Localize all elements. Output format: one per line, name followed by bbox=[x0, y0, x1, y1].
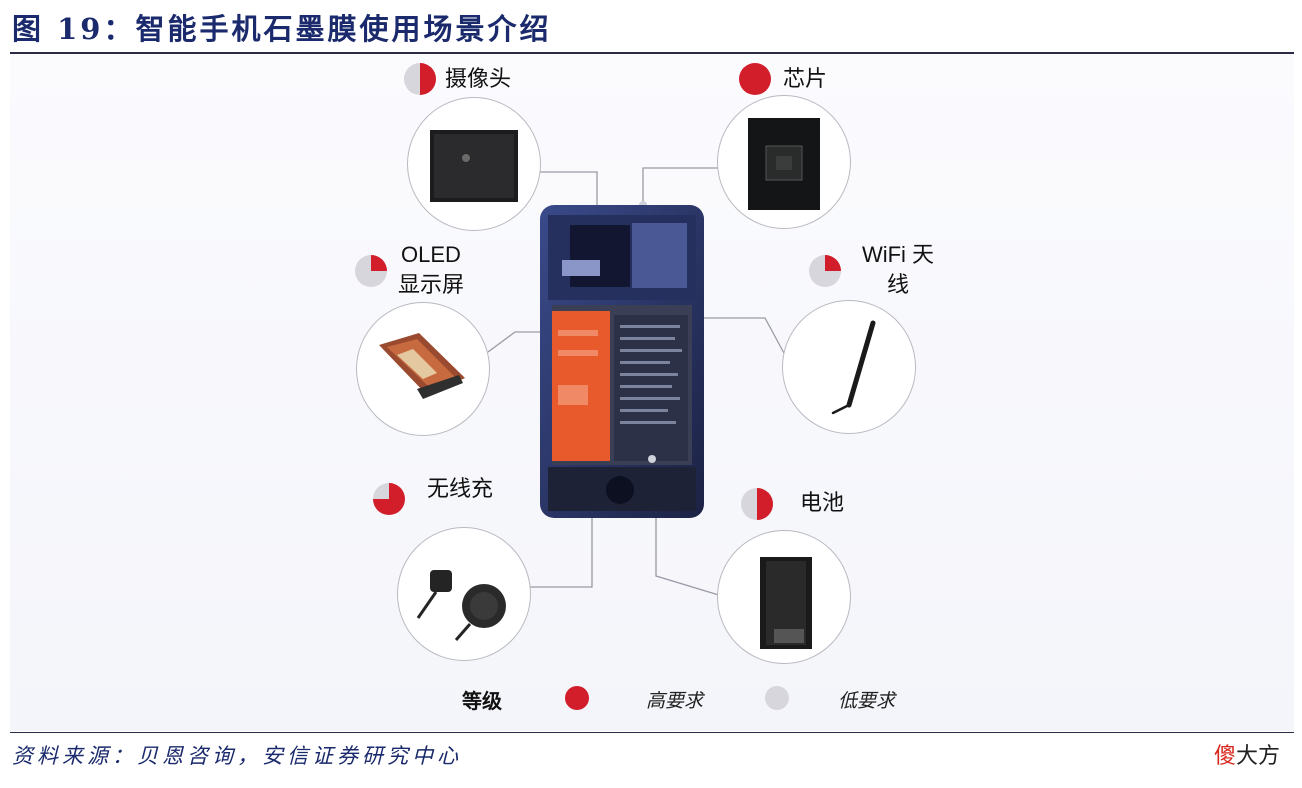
label-wifi-line1: WiFi 天 bbox=[861, 242, 935, 267]
connector-camera bbox=[535, 171, 598, 212]
legend-high-dot bbox=[565, 686, 589, 710]
watermark: 傻大方 bbox=[1214, 738, 1280, 770]
legend-low-label: 低要求 bbox=[838, 690, 896, 712]
camera-circle bbox=[407, 97, 541, 231]
battery-image bbox=[760, 557, 812, 649]
level-icon-wireless bbox=[373, 483, 405, 515]
source-note: 资料来源：贝恩咨询，安信证券研究中心 bbox=[12, 744, 462, 768]
legend-title: 等级 bbox=[462, 689, 502, 713]
chip-circle bbox=[717, 95, 851, 229]
wifi-antenna-image bbox=[831, 320, 876, 415]
chip-image bbox=[748, 118, 820, 210]
level-icon-wifi bbox=[809, 255, 841, 287]
wifi-circle bbox=[782, 300, 916, 434]
watermark-part2: 大方 bbox=[1235, 743, 1280, 768]
connector-wifi bbox=[690, 317, 786, 356]
label-battery: 电池 bbox=[800, 490, 845, 515]
label-oled: OLED 显示屏 bbox=[390, 240, 472, 300]
title-rule bbox=[10, 52, 1294, 54]
connector-chip bbox=[642, 167, 720, 205]
figure-title: 图 19：智能手机石墨膜使用场景介绍 bbox=[12, 12, 552, 46]
watermark-part1: 傻 bbox=[1213, 743, 1236, 768]
level-icon-camera bbox=[404, 63, 436, 95]
label-wifi-line2: 线 bbox=[886, 272, 909, 297]
camera-module-image bbox=[430, 130, 518, 202]
level-icon-oled bbox=[355, 255, 387, 287]
label-wireless: 无线充 bbox=[427, 476, 494, 501]
phone-teardown-image bbox=[540, 205, 704, 518]
label-oled-line2: 显示屏 bbox=[397, 272, 464, 297]
battery-circle bbox=[717, 530, 851, 664]
oled-flex-image bbox=[379, 333, 465, 399]
legend-low-dot bbox=[765, 686, 789, 710]
level-icon-chip bbox=[739, 63, 771, 95]
label-wifi: WiFi 天 线 bbox=[848, 240, 948, 300]
level-icon-battery bbox=[741, 488, 773, 520]
oled-circle bbox=[356, 302, 490, 436]
wireless-circle bbox=[397, 527, 531, 661]
wireless-charger-image bbox=[416, 570, 506, 641]
label-camera: 摄像头 bbox=[445, 66, 512, 91]
label-oled-line1: OLED bbox=[401, 242, 461, 267]
source-rule bbox=[10, 732, 1294, 733]
label-chip: 芯片 bbox=[783, 66, 828, 91]
legend-high-label: 高要求 bbox=[646, 690, 704, 712]
